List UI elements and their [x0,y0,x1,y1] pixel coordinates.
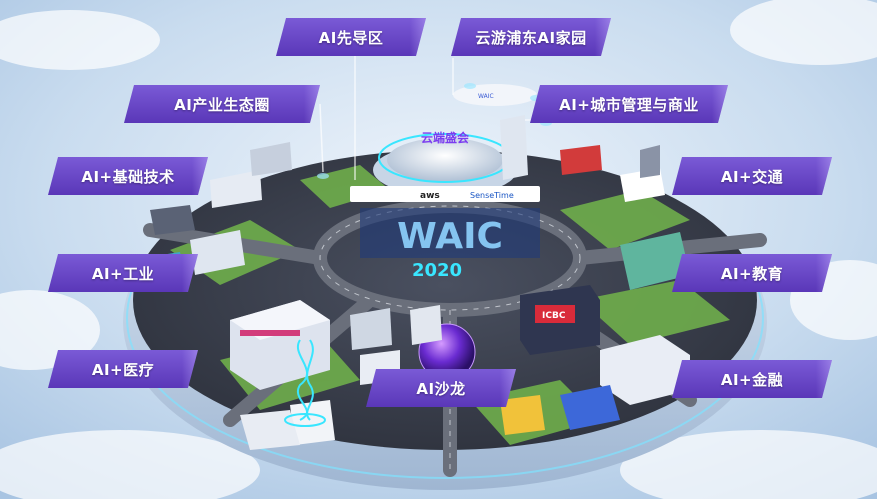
label-ai-industry-ecosystem-text: AI产业生态圈 [174,95,270,114]
label-ai-education[interactable]: AI+教育 [672,254,832,292]
dna-structure [284,339,326,427]
label-ai-transport[interactable]: AI+交通 [672,157,832,195]
label-cloud-tour[interactable]: 云游浦东AI家园 [451,18,611,56]
label-ai-education-text: AI+教育 [720,264,784,283]
waic-sign: WAIC 2020 [360,208,540,281]
svg-text:SenseTime: SenseTime [470,191,514,200]
label-ai-finance[interactable]: AI+金融 [672,360,832,398]
sponsor-bar: aws SenseTime [350,186,540,202]
label-ai-pioneer[interactable]: AI先导区 [276,18,426,56]
label-ai-industry-text: AI+工业 [91,264,155,283]
svg-text:WAIC: WAIC [478,93,494,100]
label-ai-transport-text: AI+交通 [720,167,784,186]
svg-text:WAIC: WAIC [397,216,503,257]
label-ai-industry[interactable]: AI+工业 [48,254,198,292]
svg-text:ICBC: ICBC [542,311,566,321]
buildings: ICBC [130,115,690,450]
label-ai-finance-text: AI+金融 [720,370,784,389]
label-ai-salon[interactable]: AI沙龙 [366,369,516,407]
label-ai-industry-ecosystem[interactable]: AI产业生态圈 [124,85,320,123]
svg-text:aws: aws [420,191,440,201]
label-ai-salon-text: AI沙龙 [416,379,466,398]
svg-text:2020: 2020 [412,260,462,281]
label-ai-medical-text: AI+医疗 [91,360,155,379]
label-ai-pioneer-text: AI先导区 [318,28,384,47]
label-ai-city-commerce-text: AI+城市管理与商业 [559,95,699,114]
label-ai-medical[interactable]: AI+医疗 [48,350,198,388]
central-dome [387,138,503,182]
label-cloud-tour-text: 云游浦东AI家园 [475,28,587,47]
label-ai-basic-tech[interactable]: AI+基础技术 [48,157,208,195]
label-ai-city-commerce[interactable]: AI+城市管理与商业 [530,85,728,123]
label-ai-basic-tech-text: AI+基础技术 [81,167,175,186]
dome-title: 云端盛会 [421,130,470,145]
